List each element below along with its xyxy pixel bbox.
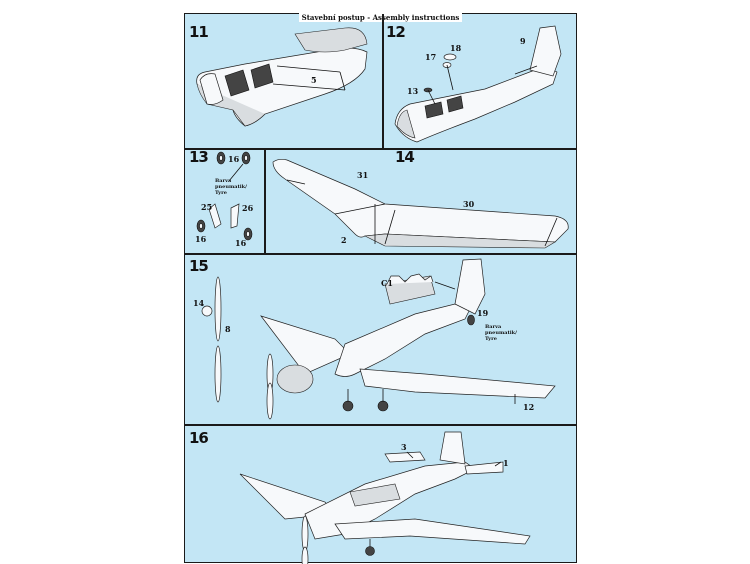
step14-wing-drawing: 31 30 2 [272,158,569,249]
part-label-8: 8 [225,324,231,334]
part-label-17: 17 [425,52,436,62]
part-label-1: 1 [503,458,509,468]
tyre-note-line3: Tyre [215,190,227,196]
divider-row1 [185,148,576,150]
step16-aircraft-drawing: 3 1 [239,431,531,564]
tyre-note2-line3: Tyre [485,336,497,342]
step-number-15: 15 [189,257,209,275]
part-label-18: 18 [450,43,462,53]
tyre-note-line1: Barva [215,178,232,184]
part-label-12: 12 [523,402,534,412]
tyre-note-line2: pneumatik/ [215,184,247,190]
part-label-2: 2 [341,235,347,245]
part-label-16b: 16 [195,234,207,244]
divider-v2 [264,148,266,253]
assembly-drawings: 5 17 18 9 13 Barva p [193,25,569,564]
part-label-30: 30 [463,199,475,209]
part-label-3: 3 [401,442,407,452]
instruction-sheet: Stavební postup - Assembly instructions … [184,13,577,564]
part-label-31: 31 [357,170,368,180]
step-number-16: 16 [189,429,209,447]
step12-fuselage-drawing: 17 18 9 13 [394,25,562,143]
step-number-14: 14 [395,148,415,166]
part-label-25: 25 [201,202,212,212]
divider-row2 [185,253,576,255]
part-label-5: 5 [311,75,317,85]
step13-wheels-drawing: Barva pneumatik/ Tyre 16 25 26 16 16 [195,151,254,248]
divider-row3 [185,424,576,426]
step-number-13: 13 [189,148,209,166]
tyre-note2-line2: pneumatik/ [485,330,517,336]
step11-fuselage-drawing: 5 [196,27,368,127]
sheet-header: Stavební postup - Assembly instructions [185,13,576,22]
part-label-C1: C1 [381,278,393,288]
part-label-13: 13 [407,86,419,96]
step-number-12: 12 [386,23,406,41]
tyre-note2-line1: Barva [485,324,502,330]
step-number-11: 11 [189,23,209,41]
part-label-9: 9 [520,36,526,46]
part-label-19: 19 [477,308,489,318]
part-label-16a: 16 [228,154,240,164]
part-label-16c: 16 [235,238,247,248]
divider-v1 [382,14,384,148]
part-label-26: 26 [242,203,254,213]
part-label-14: 14 [193,298,205,308]
step15-airframe-drawing: 14 8 C1 19 12 Barva pneumatik/ Tyre [193,258,556,420]
